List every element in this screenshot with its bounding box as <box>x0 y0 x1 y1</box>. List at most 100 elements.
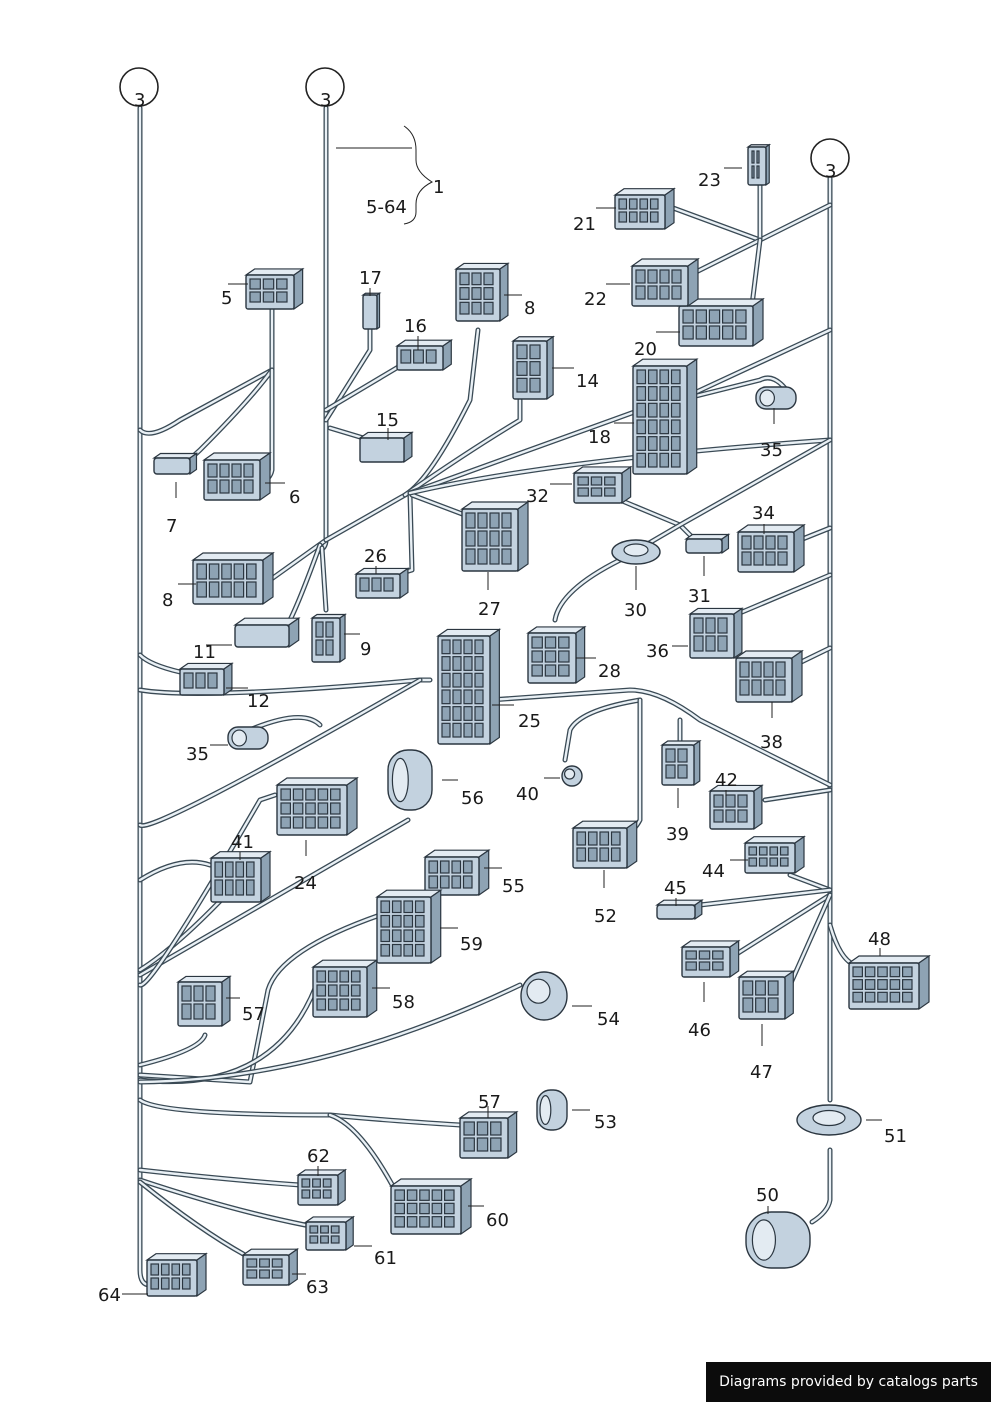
part-p57b[interactable]: 57 <box>458 1092 519 1160</box>
part-label: 41 <box>231 832 254 853</box>
part-p59[interactable]: 59 <box>375 889 483 965</box>
part-p44[interactable]: 44 <box>702 835 806 882</box>
part-label: 63 <box>306 1277 329 1298</box>
part-label: 17 <box>359 268 382 289</box>
part-p60[interactable]: 60 <box>389 1177 509 1236</box>
part-label: 32 <box>526 486 549 507</box>
part-p14[interactable]: 14 <box>511 335 599 401</box>
part-label: 28 <box>598 661 621 682</box>
reference-circle-2[interactable]: 3 <box>305 67 345 111</box>
part-label: 46 <box>688 1020 711 1041</box>
reference-number: 3 <box>320 90 331 111</box>
part-p12[interactable]: 12 <box>178 662 270 712</box>
part-label: 58 <box>392 992 415 1013</box>
reference-circle-1[interactable]: 3 <box>119 67 159 111</box>
part-p8b[interactable]: 8 <box>454 262 535 323</box>
part-p40[interactable]: 40 <box>516 765 583 805</box>
part-p36[interactable]: 36 <box>646 607 744 662</box>
part-p56[interactable]: 56 <box>387 749 484 811</box>
part-p53[interactable]: 53 <box>536 1089 617 1133</box>
part-p52[interactable]: 52 <box>571 820 639 927</box>
part-p57a[interactable]: 57 <box>176 975 265 1028</box>
part-p22[interactable]: 22 <box>584 257 700 310</box>
part-label: 42 <box>715 770 738 791</box>
part-label: 30 <box>624 600 647 621</box>
part-label: 25 <box>518 711 541 732</box>
part-p51[interactable]: 51 <box>796 1104 907 1147</box>
part-p20[interactable]: 20 <box>634 297 765 360</box>
part-p34[interactable]: 34 <box>736 503 806 574</box>
part-label: 18 <box>588 427 611 448</box>
reference-number: 3 <box>134 90 145 111</box>
part-label: 38 <box>760 732 783 753</box>
part-p7[interactable]: 7 <box>152 452 199 537</box>
part-p26[interactable]: 26 <box>354 546 410 600</box>
part-p55[interactable]: 55 <box>423 849 525 897</box>
part-label: 56 <box>461 788 484 809</box>
part-label: 61 <box>374 1248 397 1269</box>
part-p42[interactable]: 42 <box>708 770 764 831</box>
part-label: 50 <box>756 1185 779 1206</box>
part-p39[interactable]: 39 <box>660 739 702 845</box>
part-p30[interactable]: 30 <box>611 539 661 621</box>
part-p63[interactable]: 63 <box>241 1248 329 1298</box>
reference-circle-3[interactable]: 3 <box>810 138 850 182</box>
part-p32[interactable]: 32 <box>526 465 633 507</box>
part-p18[interactable]: 18 <box>588 358 699 476</box>
part-label: 7 <box>166 516 177 537</box>
part-p58[interactable]: 58 <box>311 959 415 1019</box>
part-p61[interactable]: 61 <box>304 1215 397 1269</box>
part-p6[interactable]: 6 <box>202 451 300 508</box>
part-p17[interactable]: 17 <box>359 268 382 331</box>
part-p24[interactable]: 24 <box>275 776 359 894</box>
part-label: 55 <box>502 876 525 897</box>
reference-number: 3 <box>825 161 836 182</box>
part-label: 52 <box>594 906 617 927</box>
part-p23[interactable]: 23 <box>698 143 772 191</box>
part-p48[interactable]: 48 <box>847 929 931 1011</box>
part-p64[interactable]: 64 <box>98 1252 208 1306</box>
part-p45[interactable]: 45 <box>655 878 704 921</box>
part-p62[interactable]: 62 <box>296 1146 348 1207</box>
part-label: 57 <box>242 1004 265 1025</box>
part-p9[interactable]: 9 <box>310 613 371 664</box>
part-p35b[interactable]: 35 <box>186 726 269 765</box>
part-p47[interactable]: 47 <box>737 970 796 1083</box>
part-label: 24 <box>294 873 317 894</box>
part-label: 12 <box>247 691 270 712</box>
part-p5[interactable]: 5 <box>221 267 305 311</box>
part-label: 22 <box>584 289 607 310</box>
part-p25[interactable]: 25 <box>436 628 541 746</box>
part-p15[interactable]: 15 <box>358 410 414 464</box>
part-p31[interactable]: 31 <box>684 533 731 607</box>
part-p54[interactable]: 54 <box>520 971 620 1030</box>
bracket-range: 5-64 <box>366 197 407 218</box>
part-label: 8 <box>524 298 535 319</box>
part-label: 23 <box>698 170 721 191</box>
part-label: 60 <box>486 1210 509 1231</box>
part-p11[interactable]: 11 <box>193 617 301 663</box>
part-label: 5 <box>221 288 232 309</box>
part-label: 16 <box>404 316 427 337</box>
part-p16[interactable]: 16 <box>395 316 454 372</box>
part-p41[interactable]: 41 <box>209 832 272 904</box>
part-p38[interactable]: 38 <box>734 649 804 753</box>
part-label: 40 <box>516 784 539 805</box>
part-label: 39 <box>666 824 689 845</box>
part-label: 47 <box>750 1062 773 1083</box>
part-label: 15 <box>376 410 399 431</box>
part-p8a[interactable]: 8 <box>162 551 275 611</box>
part-p50[interactable]: 50 <box>745 1185 811 1269</box>
part-p28[interactable]: 28 <box>526 625 621 685</box>
part-label: 51 <box>884 1126 907 1147</box>
part-label: 64 <box>98 1285 121 1306</box>
part-p46[interactable]: 46 <box>680 939 741 1041</box>
part-p27[interactable]: 27 <box>460 500 530 620</box>
part-label: 54 <box>597 1009 620 1030</box>
part-label: 35 <box>186 744 209 765</box>
part-label: 48 <box>868 929 891 950</box>
part-p21[interactable]: 21 <box>573 187 676 235</box>
part-label: 14 <box>576 371 599 392</box>
part-p35a[interactable]: 35 <box>755 386 797 461</box>
